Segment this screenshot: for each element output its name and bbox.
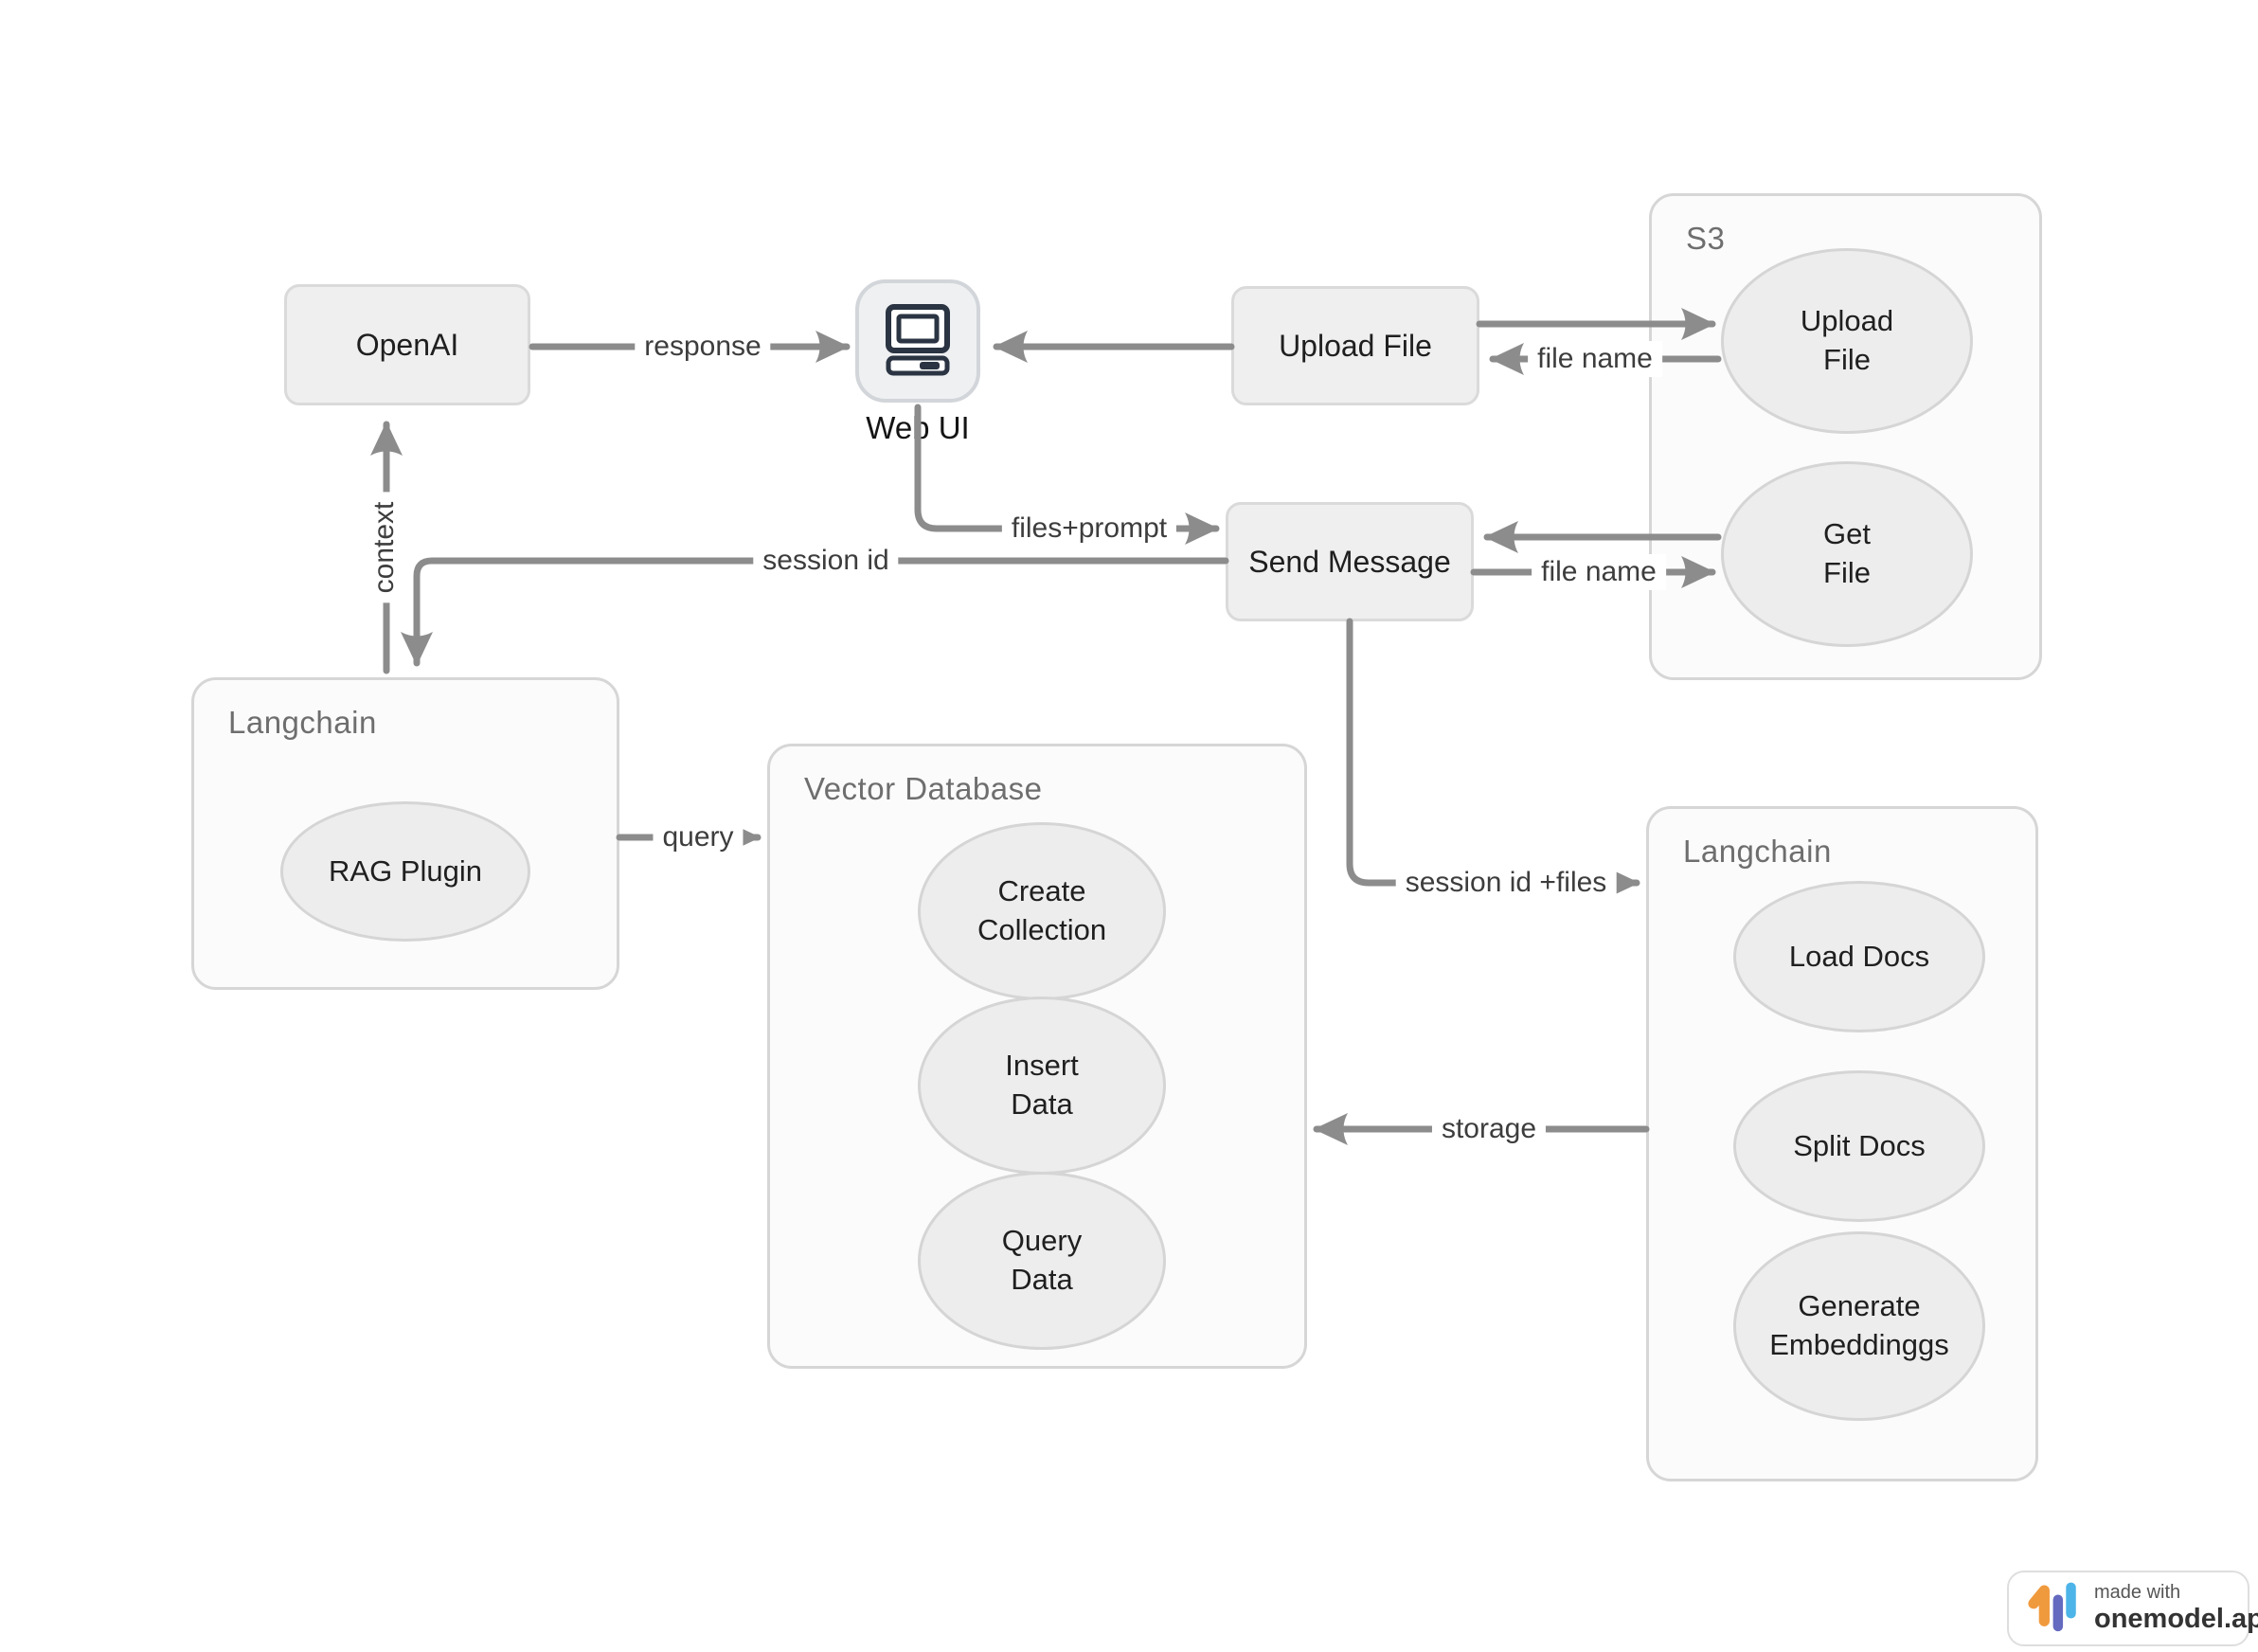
edge-label-context: context [367,492,403,603]
edge-session-id-files [1346,618,1640,899]
edge-label-files-prompt: files+prompt [1001,511,1177,547]
onemodel-logo-icon [2026,1579,2081,1639]
ellipse-rag-plugin[interactable]: RAG Plugin [280,801,530,942]
computer-icon [880,300,956,383]
ellipse-insert-data[interactable]: Insert Data [918,997,1166,1175]
onemodel-badge[interactable]: made with onemodel.app [2007,1571,2258,1646]
node-web-ui-label: Web UI [866,410,970,445]
edge-label-response: response [635,329,771,365]
container-langchain-left-title: Langchain [228,705,377,740]
node-send-message[interactable]: Send Message [1226,502,1474,621]
ellipse-create-collection[interactable]: Create Collection [918,822,1166,1000]
node-upload-file-label: Upload File [1279,328,1432,363]
ellipse-rag-plugin-label: RAG Plugin [329,853,482,888]
ellipse-load-docs-label: Load Docs [1788,939,1930,973]
container-s3-title: S3 [1686,221,1726,256]
node-send-message-label: Send Message [1248,544,1451,579]
node-openai-label: OpenAI [355,327,459,362]
ellipse-query-data-label: Query Data [1001,1224,1083,1296]
ellipse-split-docs[interactable]: Split Docs [1733,1070,1985,1222]
node-openai[interactable]: OpenAI [284,284,530,405]
ellipse-s3-get-file-label: Get File [1823,517,1871,589]
edge-label-query: query [653,819,744,855]
ellipse-split-docs-label: Split Docs [1793,1128,1926,1162]
edge-label-file-name-bottom: file name [1532,554,1666,590]
container-langchain-right-title: Langchain [1683,834,1832,869]
ellipse-generate-embeddings-label: Generate Embeddinggs [1769,1289,1949,1361]
edge-label-file-name-top: file name [1528,341,1662,377]
node-web-ui[interactable] [855,279,980,403]
ellipse-load-docs[interactable]: Load Docs [1733,881,1985,1032]
edge-label-session-id: session id [753,543,899,579]
edge-label-session-id-files: session id +files [1395,865,1617,901]
badge-made-with-text: made with [2094,1581,2181,1603]
ellipse-s3-upload-file[interactable]: Upload File [1721,248,1973,434]
node-upload-file[interactable]: Upload File [1231,286,1479,405]
container-vector-database-title: Vector Database [804,771,1043,806]
ellipse-insert-data-label: Insert Data [1005,1049,1079,1121]
ellipse-query-data[interactable]: Query Data [918,1172,1166,1350]
ellipse-create-collection-label: Create Collection [977,874,1107,946]
ellipse-s3-upload-file-label: Upload File [1800,304,1894,376]
edge-label-storage: storage [1431,1111,1547,1147]
ellipse-s3-get-file[interactable]: Get File [1721,461,1973,647]
badge-brand-text: onemodel.app [2094,1603,2258,1634]
ellipse-generate-embeddings[interactable]: Generate Embeddinggs [1733,1231,1985,1421]
